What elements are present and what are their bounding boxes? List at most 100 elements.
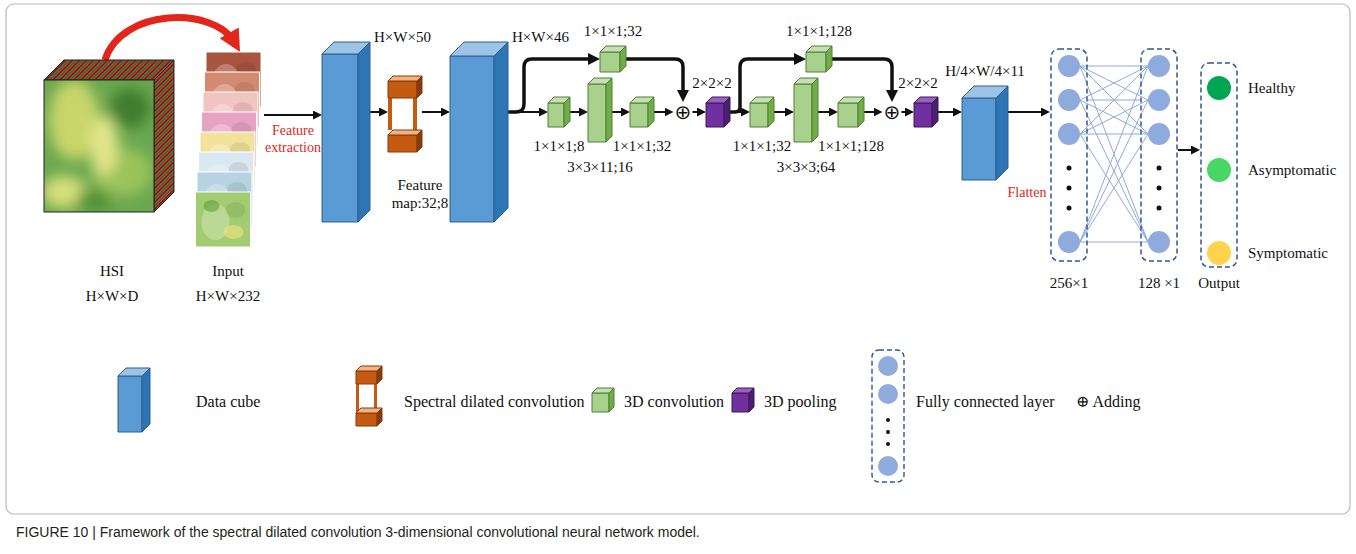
- cube-front: [356, 413, 377, 426]
- fully-connected-layer: 256×1: [1050, 48, 1088, 262]
- cube-front: [600, 52, 620, 72]
- add-symbol: ⊕: [674, 102, 693, 122]
- connector: [370, 111, 384, 113]
- connector: [612, 111, 626, 113]
- cube-top: [388, 130, 422, 135]
- add-node: ⊕: [674, 102, 693, 122]
- legend-conv-icon: [592, 388, 614, 412]
- band-slice: [196, 192, 251, 247]
- shape-part: [90, 116, 118, 176]
- connector: [818, 111, 834, 113]
- cube-front: [588, 84, 606, 142]
- class-circle: [1207, 158, 1231, 182]
- connector: [938, 111, 958, 113]
- node-label: 3×3×11;16: [567, 158, 633, 176]
- shape-part: [110, 88, 150, 128]
- cube-front: [750, 103, 768, 127]
- class-node-shape: [1207, 241, 1231, 265]
- hsi-image-shape: [44, 60, 174, 212]
- node-label: Asymptomatic: [1248, 161, 1336, 179]
- legend-text: 3D convolution: [624, 392, 724, 411]
- hsi-front-outline: [44, 80, 154, 212]
- cube-front: [388, 81, 417, 98]
- legend-text: Spectral dilated convolution: [404, 392, 584, 411]
- input-band-stack-shape: [194, 52, 264, 248]
- data-cube-shape: [962, 86, 1008, 180]
- node-label: 1×1×1;8: [533, 137, 584, 155]
- cube-front: [356, 371, 377, 384]
- neuron: [1058, 55, 1080, 77]
- cube-front: [322, 54, 358, 222]
- cube-side: [494, 42, 508, 222]
- conv3d-cube-shape: [600, 46, 626, 72]
- ellipsis-dot: [886, 418, 890, 422]
- pool3d-cube: 2×2×2: [914, 97, 938, 127]
- figure-border: [6, 4, 1350, 514]
- shape-part: [226, 202, 246, 218]
- cube-side: [749, 388, 754, 412]
- cube-front: [548, 103, 564, 127]
- legend-text: 3D pooling: [764, 392, 836, 411]
- neuron: [1148, 231, 1170, 253]
- node-label: 3×3×3;64: [777, 158, 836, 176]
- kernel-bar: [413, 98, 417, 130]
- conv3d-cube-shape: [588, 78, 612, 142]
- ellipsis-dot: [1067, 206, 1072, 211]
- class-node: Asymptomatic: [1207, 158, 1231, 182]
- conv3d-cube-shape: [806, 46, 832, 72]
- cube-front: [914, 103, 932, 127]
- shape-part: [196, 192, 251, 247]
- ellipsis-dot: [1157, 186, 1162, 191]
- connector: [1008, 111, 1046, 113]
- data-cube: H×W×46: [450, 42, 508, 222]
- shape-part: [44, 80, 152, 210]
- cube-front: [450, 56, 494, 222]
- connector: [422, 111, 446, 113]
- ellipsis-dot: [1067, 166, 1072, 171]
- output-layer: OutputHealthyAsymptomaticSymptomatic: [1200, 62, 1238, 268]
- kernel-bar: [356, 384, 359, 413]
- pool3d-cube: 2×2×2: [706, 97, 730, 127]
- connector: [693, 111, 702, 113]
- connector: [626, 59, 683, 96]
- data-cube: H/4×W/4×11: [962, 86, 1008, 180]
- neuron: [878, 356, 898, 376]
- figure-caption: FIGURE 10 | Framework of the spectral di…: [16, 524, 700, 541]
- fully-connected-layer-shape: [1050, 48, 1088, 262]
- pool3d-cube-shape: [914, 97, 938, 127]
- ellipsis-dot: [1157, 166, 1162, 171]
- edge-label: Feature extraction: [260, 122, 326, 156]
- kernel-gap: [388, 98, 417, 130]
- dashed-frame: [1051, 49, 1087, 261]
- conv3d-cube: 1×1×1;32: [630, 97, 654, 127]
- node-label: 128 ×1: [1138, 274, 1180, 292]
- node-label: 2×2×2: [898, 74, 937, 92]
- cube-front: [118, 376, 142, 432]
- dashed-frame: [872, 350, 904, 482]
- neuron: [1058, 123, 1080, 145]
- node-label: H×W×46: [512, 28, 569, 46]
- cube-side: [858, 97, 864, 127]
- pool3d-cube-shape: [706, 97, 730, 127]
- conv3d-cube: 3×3×11;16: [588, 78, 612, 142]
- conv3d-cube-shape: [548, 97, 570, 127]
- spectral-dilated-conv: Feature map:32;8: [388, 76, 422, 152]
- conv3d-cube: 1×1×1;8: [548, 97, 570, 127]
- node-label: 256×1: [1050, 274, 1088, 292]
- connector: [832, 59, 892, 96]
- cube-side: [812, 78, 818, 142]
- connector: [1088, 99, 1140, 100]
- node-label: 1×1×1;32: [613, 137, 672, 155]
- ellipsis-dot: [1067, 186, 1072, 191]
- cube-front: [794, 84, 812, 142]
- cube-side: [417, 130, 422, 152]
- cube-side: [826, 46, 832, 72]
- ellipsis-dot: [886, 442, 890, 446]
- cube-top: [388, 76, 422, 81]
- cube-front: [388, 135, 417, 152]
- neuron: [878, 456, 898, 476]
- connector: [774, 111, 790, 113]
- connector: [1178, 149, 1196, 151]
- connector: [864, 111, 878, 113]
- class-node: Healthy: [1207, 76, 1231, 100]
